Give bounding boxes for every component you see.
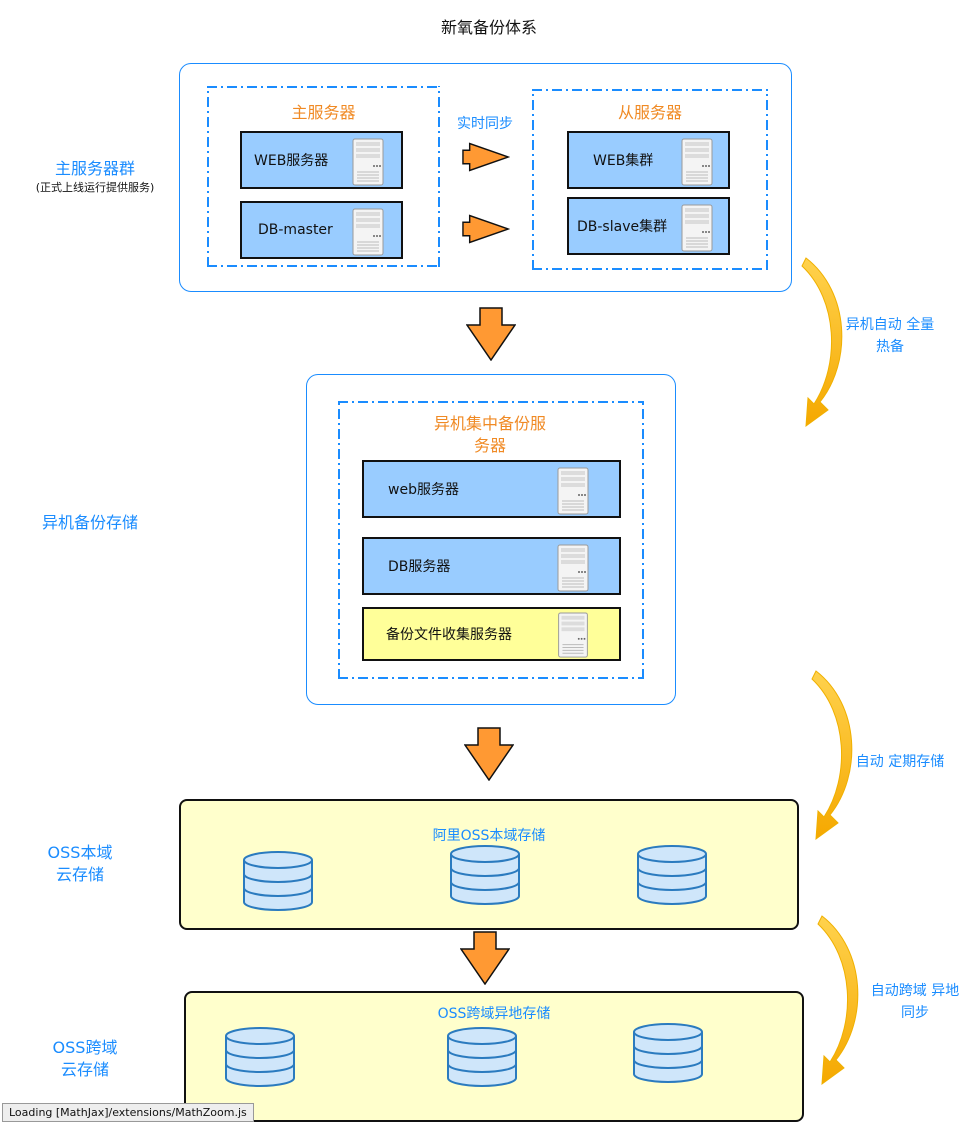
backup-server-db: DB服务器 <box>362 537 621 595</box>
label-offsite-backup: 异机备份存储 <box>41 513 138 532</box>
page-title: 新氧备份体系 <box>440 18 537 37</box>
server-web-label: WEB服务器 <box>254 153 329 169</box>
server-web-cluster: WEB集群 <box>567 131 730 189</box>
down-arrow-icon <box>460 931 510 985</box>
slave-group-title: 从服务器 <box>617 103 682 122</box>
label-oss-local-line2: 云存储 <box>55 865 104 884</box>
server-tower-icon <box>352 208 384 256</box>
server-tower-icon <box>681 204 713 252</box>
backup-group-title: 异机集中备份服 务器 <box>400 413 580 457</box>
backup-group-title-line2: 务器 <box>473 436 506 455</box>
right-arrow-icon <box>462 141 510 173</box>
label-periodic-storage: 自动 定期存储 <box>855 754 945 770</box>
label-hot-backup: 异机自动 全量 热备 <box>830 314 950 358</box>
oss-local-storage-label: 阿里OSS本域存储 <box>432 828 546 844</box>
label-oss-cross-line2: 云存储 <box>60 1060 109 1079</box>
label-oss-local-line1: OSS本域 <box>47 843 113 862</box>
database-icon <box>636 844 708 906</box>
database-icon <box>224 1026 296 1088</box>
server-web: WEB服务器 <box>240 131 403 189</box>
server-tower-icon <box>557 612 589 658</box>
label-main-group-text: 主服务器群 <box>54 159 135 178</box>
backup-server-file-collector-label: 备份文件收集服务器 <box>386 627 512 643</box>
right-arrow-icon <box>462 213 510 245</box>
database-icon <box>446 1026 518 1088</box>
down-arrow-icon <box>466 307 516 361</box>
server-tower-icon <box>557 544 589 592</box>
label-hot-backup-line2: 热备 <box>876 339 904 355</box>
down-arrow-icon <box>464 727 514 781</box>
label-main-group: 主服务器群 (正式上线运行提供服务) <box>30 158 160 196</box>
backup-server-db-label: DB服务器 <box>388 559 451 575</box>
master-group-title: 主服务器 <box>291 103 356 122</box>
server-db-master: DB-master <box>240 201 403 259</box>
sync-label: 实时同步 <box>457 116 513 132</box>
label-oss-local: OSS本域 云存储 <box>20 842 140 886</box>
oss-cross-storage-label: OSS跨域异地存储 <box>437 1006 551 1022</box>
backup-server-file-collector: 备份文件收集服务器 <box>362 607 621 661</box>
database-icon <box>632 1022 704 1084</box>
backup-server-web-label: web服务器 <box>388 482 459 498</box>
server-db-master-label: DB-master <box>258 222 333 238</box>
server-db-slave-cluster-label: DB-slave集群 <box>577 219 668 235</box>
label-hot-backup-line1: 异机自动 全量 <box>845 317 935 333</box>
server-db-slave-cluster: DB-slave集群 <box>567 197 730 255</box>
label-cross-region-sync-line2: 同步 <box>901 1005 929 1021</box>
server-tower-icon <box>352 138 384 186</box>
label-oss-cross-line1: OSS跨域 <box>52 1038 118 1057</box>
database-icon <box>242 850 314 912</box>
label-cross-region-sync: 自动跨域 异地 同步 <box>855 980 975 1024</box>
backup-server-web: web服务器 <box>362 460 621 518</box>
label-cross-region-sync-line1: 自动跨域 异地 <box>870 983 960 999</box>
status-bar: Loading [MathJax]/extensions/MathZoom.js <box>2 1103 254 1122</box>
label-main-group-note: (正式上线运行提供服务) <box>35 181 155 194</box>
label-oss-cross: OSS跨域 云存储 <box>20 1037 150 1081</box>
server-tower-icon <box>681 138 713 186</box>
database-icon <box>449 844 521 906</box>
server-tower-icon <box>557 467 589 515</box>
server-web-cluster-label: WEB集群 <box>593 153 654 169</box>
backup-group-title-line1: 异机集中备份服 <box>433 414 546 433</box>
